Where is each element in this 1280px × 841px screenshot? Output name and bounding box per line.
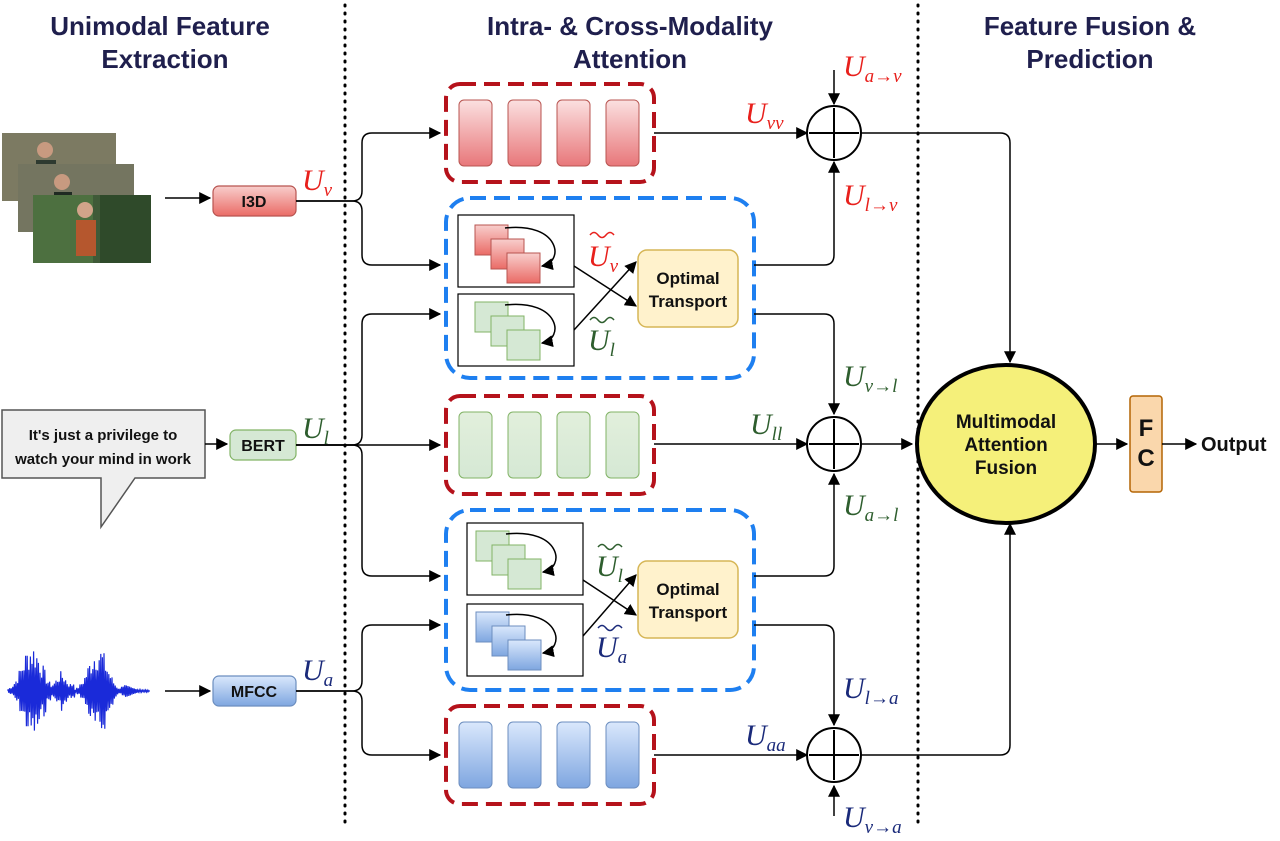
encoder-label: MFCC xyxy=(231,684,278,701)
feature-audio-label: Ua xyxy=(302,654,333,691)
ot-token-audio-label: Ua xyxy=(596,624,627,668)
fusion-line: Attention xyxy=(964,435,1047,456)
arrow xyxy=(573,261,637,331)
output-label: Output xyxy=(1201,434,1267,456)
connector xyxy=(296,444,442,582)
svg-text:Uv: Uv xyxy=(588,240,619,277)
cross-a-to-l-label: Ua→l xyxy=(843,489,898,526)
title-line: Feature Fusion & xyxy=(984,11,1196,41)
fusion-line: Multimodal xyxy=(956,412,1056,433)
connector xyxy=(754,624,840,727)
encoder-label: I3D xyxy=(242,194,267,211)
connector xyxy=(296,619,442,692)
optimal-transport-box: Optimal Transport xyxy=(637,249,739,328)
sum-node-video xyxy=(806,105,862,161)
ot-line: Transport xyxy=(649,603,728,622)
arrow xyxy=(582,574,637,637)
fusion-line: Fusion xyxy=(975,458,1037,479)
ot-token-text-label: Ul xyxy=(588,316,615,361)
cross-l-to-a-label: Ul→a xyxy=(843,672,898,709)
connector xyxy=(754,160,840,266)
ot-token-text-label: Ul xyxy=(596,543,623,587)
title-line: Prediction xyxy=(1026,44,1153,74)
title-line: Extraction xyxy=(101,44,228,74)
utterance-speech-bubble: It's just a privilege to watch your mind… xyxy=(1,409,206,530)
multimodal-attention-fusion-block: Multimodal Attention Fusion xyxy=(915,363,1097,525)
intra-video-label: Uvv xyxy=(745,97,784,134)
utterance-line: It's just a privilege to xyxy=(29,427,178,444)
intra-text-attention-block xyxy=(444,394,656,496)
svg-text:Ul: Ul xyxy=(588,324,615,361)
feature-text-label: Ul xyxy=(302,412,329,449)
title-line: Attention xyxy=(573,44,687,74)
fc-layer-block: F C xyxy=(1129,395,1163,493)
ot-line: Optimal xyxy=(656,269,719,288)
connector xyxy=(861,132,1016,364)
ot-line: Transport xyxy=(649,292,728,311)
connector xyxy=(754,472,840,577)
ot-line: Optimal xyxy=(656,580,719,599)
i3d-encoder-box: I3D xyxy=(212,185,297,217)
section-title-extraction: Unimodal Feature Extraction xyxy=(50,11,270,74)
title-line: Unimodal Feature xyxy=(50,11,270,41)
connector xyxy=(296,200,442,271)
optimal-transport-box: Optimal Transport xyxy=(637,560,739,639)
svg-text:Ua: Ua xyxy=(596,631,627,668)
connector xyxy=(861,522,1016,756)
connector xyxy=(296,127,442,202)
fc-letter: F xyxy=(1139,415,1154,442)
cross-text-audio-attention-block: Optimal Transport Ul Ua xyxy=(444,508,756,692)
utterance-line: watch your mind in work xyxy=(14,451,192,468)
video-frames-image xyxy=(2,133,151,263)
feature-video-label: Uv xyxy=(302,164,333,201)
connector xyxy=(296,690,442,761)
cross-v-to-l-label: Uv→l xyxy=(843,360,897,397)
ot-token-video-label: Uv xyxy=(588,231,619,277)
svg-text:Ul: Ul xyxy=(596,550,623,587)
mfcc-encoder-box: MFCC xyxy=(212,675,297,707)
section-title-fusion: Feature Fusion & Prediction xyxy=(984,11,1196,74)
arrow xyxy=(573,265,638,307)
cross-video-text-attention-block: Optimal Transport Uv Ul xyxy=(444,196,756,380)
section-title-attention: Intra- & Cross-Modality Attention xyxy=(487,11,774,74)
audio-waveform-image xyxy=(7,651,151,731)
title-line: Intra- & Cross-Modality xyxy=(487,11,774,41)
sum-node-audio xyxy=(806,727,862,783)
intra-audio-label: Uaa xyxy=(745,719,786,756)
intra-audio-attention-block xyxy=(444,704,656,806)
cross-l-to-v-label: Ul→v xyxy=(843,179,898,216)
bert-encoder-box: BERT xyxy=(229,429,297,461)
arrow xyxy=(582,579,638,616)
connector xyxy=(754,313,840,416)
cross-a-to-v-label: Ua→v xyxy=(843,50,902,87)
fc-letter: C xyxy=(1137,445,1154,472)
cross-v-to-a-label: Uv→a xyxy=(843,801,902,838)
encoder-label: BERT xyxy=(241,438,285,455)
intra-video-attention-block xyxy=(444,82,656,184)
intra-text-label: Ull xyxy=(750,408,782,445)
sum-node-text xyxy=(806,416,862,472)
